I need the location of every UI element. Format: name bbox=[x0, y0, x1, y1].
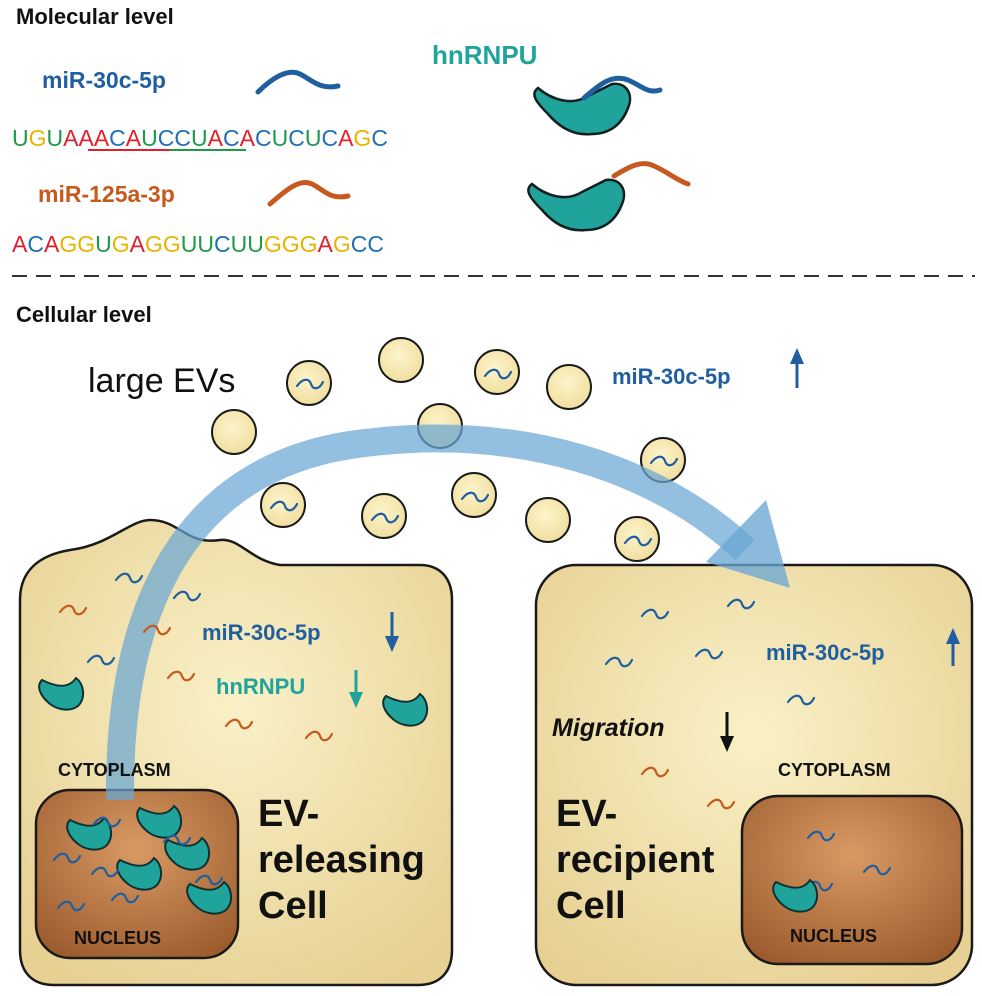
nucleotide-G: G bbox=[264, 231, 282, 257]
nucleotide-G: G bbox=[300, 231, 318, 257]
nucleotide-U: U bbox=[181, 231, 198, 257]
nucleotide-C: C bbox=[321, 125, 338, 151]
nucleotide-G: G bbox=[59, 231, 77, 257]
nucleotide-U: U bbox=[231, 231, 248, 257]
nucleotide-A: A bbox=[318, 231, 334, 257]
right-nucleus-label: NUCLEUS bbox=[790, 926, 877, 946]
cellular-level-title: Cellular level bbox=[16, 302, 152, 327]
nucleotide-U: U bbox=[272, 125, 289, 151]
nucleotide-U: U bbox=[191, 125, 208, 151]
nucleotide-C: C bbox=[351, 231, 368, 257]
nucleotide-G: G bbox=[77, 231, 95, 257]
nucleotide-C: C bbox=[214, 231, 231, 257]
nucleotide-C: C bbox=[158, 125, 175, 151]
left-cell-name-line3: Cell bbox=[258, 885, 328, 927]
migration-label: Migration bbox=[552, 714, 665, 742]
nucleotide-A: A bbox=[126, 125, 142, 151]
hnrnpu-unbound-protein-icon bbox=[527, 178, 626, 232]
left-cell-name-line2: releasing bbox=[258, 839, 425, 881]
mir125-free-strand-icon bbox=[611, 161, 691, 187]
nucleotide-G: G bbox=[353, 125, 371, 151]
left-nucleus-label: NUCLEUS bbox=[74, 928, 161, 948]
right-cell-name-line2: recipient bbox=[556, 839, 715, 881]
mir30-strand-icon bbox=[255, 69, 341, 95]
nucleotide-C: C bbox=[371, 125, 388, 151]
right-mir30-label: miR-30c-5p bbox=[766, 640, 885, 665]
hnrnpu-bound-protein-icon bbox=[533, 82, 632, 136]
nucleotide-G: G bbox=[112, 231, 130, 257]
left-mir30-label: miR-30c-5p bbox=[202, 620, 321, 645]
right-mir30-up-arrow-icon bbox=[946, 628, 960, 666]
nucleotide-U: U bbox=[95, 231, 112, 257]
left-mir30-down-arrow-icon bbox=[385, 612, 399, 652]
top-up-arrow-icon bbox=[790, 348, 804, 388]
right-cytoplasm-label: CYTOPLASM bbox=[778, 760, 891, 780]
mir30-label: miR-30c-5p bbox=[42, 67, 166, 93]
nucleotide-G: G bbox=[282, 231, 300, 257]
nucleotide-A: A bbox=[130, 231, 146, 257]
nucleotide-C: C bbox=[174, 125, 191, 151]
ev-transfer-arrowhead-icon bbox=[706, 500, 790, 588]
nucleotide-A: A bbox=[78, 125, 94, 151]
ev-vesicle bbox=[260, 482, 306, 528]
nucleotide-A: A bbox=[338, 125, 354, 151]
nucleotide-G: G bbox=[145, 231, 163, 257]
top-mir30-label: miR-30c-5p bbox=[612, 364, 731, 389]
nucleotide-U: U bbox=[197, 231, 214, 257]
right-nucleus bbox=[740, 794, 964, 966]
nucleotide-C: C bbox=[223, 125, 240, 151]
nucleotide-G: G bbox=[29, 125, 47, 151]
left-hnrnpu-down-arrow-icon bbox=[349, 670, 363, 708]
ev-vesicle bbox=[211, 409, 257, 455]
nucleotide-C: C bbox=[109, 125, 126, 151]
nucleotide-C: C bbox=[255, 125, 272, 151]
right-cell-name-line1: EV- bbox=[556, 793, 617, 835]
mir125-strand-icon bbox=[267, 180, 351, 207]
nucleotide-G: G bbox=[333, 231, 351, 257]
nucleotide-G: G bbox=[163, 231, 181, 257]
mir30-sequence: UGUAAACAUCCUACACUCUCAGC bbox=[12, 125, 388, 151]
hnrnpu-label: hnRNPU bbox=[432, 40, 537, 70]
migration-down-arrow-icon bbox=[720, 712, 734, 752]
mir125-sequence: ACAGGUGAGGUUCUUGGGAGCC bbox=[12, 231, 384, 257]
nucleotide-A: A bbox=[12, 231, 28, 257]
large-evs-label: large EVs bbox=[88, 362, 235, 400]
mir30-bound-strand-icon bbox=[581, 75, 663, 101]
nucleotide-C: C bbox=[288, 125, 305, 151]
nucleotide-A: A bbox=[94, 125, 110, 151]
right-cell-name-line3: Cell bbox=[556, 885, 626, 927]
left-cytoplasm-label: CYTOPLASM bbox=[58, 760, 171, 780]
nucleotide-A: A bbox=[63, 125, 79, 151]
ev-transfer-arrow bbox=[105, 424, 755, 801]
nucleotide-A: A bbox=[240, 125, 256, 151]
nucleotide-U: U bbox=[12, 125, 29, 151]
nucleotide-U: U bbox=[247, 231, 264, 257]
left-hnrnpu-label: hnRNPU bbox=[216, 674, 305, 699]
ev-vesicle bbox=[378, 337, 424, 383]
ev-vesicle bbox=[286, 360, 332, 406]
left-cell-name-line1: EV- bbox=[258, 793, 319, 835]
ev-vesicle bbox=[525, 497, 571, 543]
nucleotide-U: U bbox=[141, 125, 158, 151]
nucleotide-A: A bbox=[44, 231, 60, 257]
nucleotide-A: A bbox=[208, 125, 224, 151]
mir125-label: miR-125a-3p bbox=[38, 181, 175, 207]
nucleotide-U: U bbox=[305, 125, 322, 151]
ev-vesicle bbox=[546, 364, 592, 410]
nucleotide-C: C bbox=[367, 231, 384, 257]
nucleotide-C: C bbox=[27, 231, 44, 257]
molecular-level-title: Molecular level bbox=[16, 4, 174, 29]
nucleotide-U: U bbox=[47, 125, 64, 151]
